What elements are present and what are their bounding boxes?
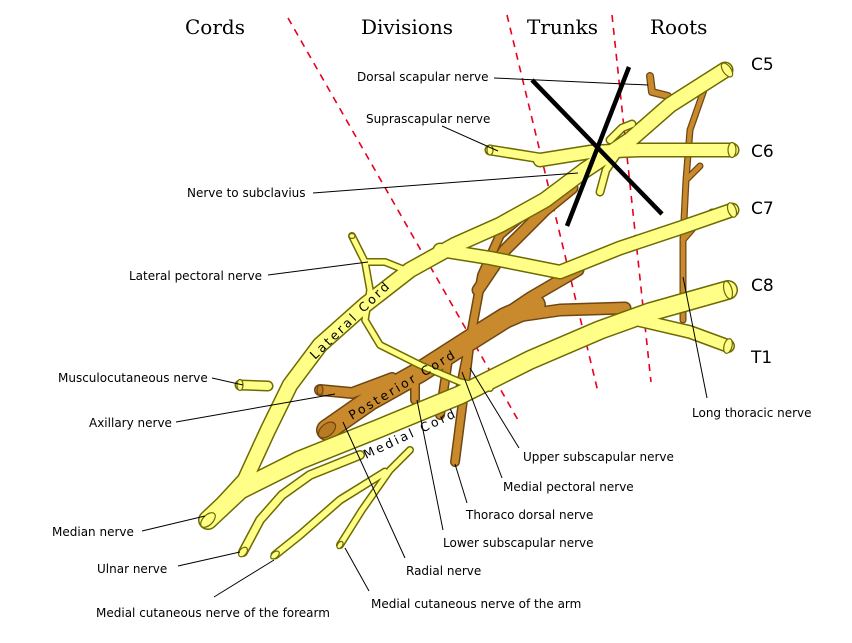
posterior-nerves-fill bbox=[315, 73, 715, 466]
label-lateral-pectoral-nerve: Lateral pectoral nerve bbox=[129, 269, 262, 283]
header-divisions: Divisions bbox=[361, 15, 453, 39]
label-lower-subscapular-nerve: Lower subscapular nerve bbox=[443, 536, 594, 550]
label-medial-cutaneous-nerve-arm: Medial cutaneous nerve of the arm bbox=[371, 597, 581, 611]
anterior-nerves-fill bbox=[199, 63, 738, 558]
root-label-t1: T1 bbox=[750, 348, 772, 368]
divider-trunks-roots bbox=[611, 14, 652, 383]
label-medial-cutaneous-nerve-forearm: Medial cutaneous nerve of the forearm bbox=[96, 606, 330, 620]
cross-mark bbox=[530, 66, 664, 227]
label-medial-pectoral-nerve: Medial pectoral nerve bbox=[503, 480, 634, 494]
label-long-thoracic-nerve: Long thoracic nerve bbox=[692, 406, 812, 420]
header-trunks: Trunks bbox=[527, 15, 598, 39]
label-ulnar-nerve: Ulnar nerve bbox=[97, 562, 167, 576]
label-thoraco-dorsal-nerve: Thoraco dorsal nerve bbox=[465, 508, 593, 522]
root-label-c6: C6 bbox=[751, 142, 774, 162]
root-label-c7: C7 bbox=[751, 199, 774, 219]
label-median-nerve: Median nerve bbox=[52, 525, 134, 539]
nerve-cut-ends bbox=[200, 62, 738, 560]
header-cords: Cords bbox=[185, 15, 245, 39]
label-radial-nerve: Radial nerve bbox=[406, 564, 481, 578]
header-roots: Roots bbox=[650, 15, 707, 39]
root-label-c5: C5 bbox=[751, 55, 774, 75]
label-axillary-nerve: Axillary nerve bbox=[89, 416, 172, 430]
label-musculocutaneous-nerve: Musculocutaneous nerve bbox=[58, 371, 208, 385]
leader-lines bbox=[141, 77, 708, 598]
label-nerve-to-subclavius: Nerve to subclavius bbox=[187, 186, 306, 200]
label-suprascapular-nerve: Suprascapular nerve bbox=[366, 112, 490, 126]
root-label-c8: C8 bbox=[751, 276, 774, 296]
label-dorsal-scapular-nerve: Dorsal scapular nerve bbox=[357, 70, 489, 84]
region-divider-lines bbox=[287, 14, 652, 421]
label-upper-subscapular-nerve: Upper subscapular nerve bbox=[523, 450, 674, 464]
